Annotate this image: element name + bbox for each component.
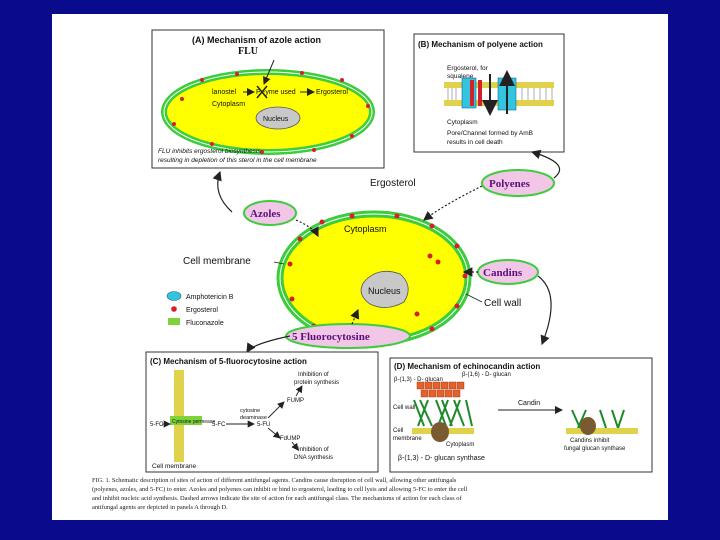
legend-amphotericin: Amphotericin B: [186, 294, 234, 301]
fluorocytosine-pill: 5 Fluorocytosine: [285, 323, 411, 349]
panel-c-title: (C) Mechanism of 5-fluorocytosine action: [150, 357, 307, 366]
ergosterol-dots-a: [172, 71, 370, 154]
fluorocytosine-label: 5 Fluorocytosine: [292, 331, 370, 343]
panel-d-inhibit-1: Candins inhibit: [570, 438, 610, 444]
nucleus-a: [255, 106, 301, 130]
ergosterol-bar-1: [470, 80, 474, 106]
panel-c-fdump: FdUMP: [280, 436, 300, 442]
lipid-tails: [447, 88, 553, 100]
panel-b-caption-1: Pore/Channel formed by AmB: [447, 130, 533, 137]
center-nucleus: [360, 270, 409, 308]
legend-amphotericin-swatch: [166, 291, 182, 301]
legend-fluconazole-swatch: [168, 318, 180, 325]
legend: Amphotericin B Ergosterol Fluconazole: [166, 291, 234, 327]
panel-c-inhibit-protein-1: Inhibition of: [298, 372, 329, 378]
caption-line-2: (polyenes, azoles, and 5-FC) to enter. A…: [92, 486, 467, 493]
candins-pill: Candins: [477, 259, 539, 285]
panel-c-fump: FUMP: [287, 398, 304, 404]
panel-c-fc: 5-FC: [212, 422, 226, 428]
center-cell-wall: Cell wall: [484, 298, 521, 309]
panel-d-cell-membrane-1: Cell: [393, 428, 403, 434]
inhibited-synthase-blob: [580, 417, 596, 435]
caption-line-1: FIG. 1. Schematic description of sites o…: [92, 477, 457, 484]
azoles-pill: Azoles: [243, 200, 297, 226]
panel-a-cytoplasm: Cytoplasm: [212, 101, 245, 108]
caption-line-3: and inhibit nucleic acid synthesis. Dash…: [92, 495, 462, 502]
connector-arrows: [212, 149, 560, 354]
panel-d-glucan-13-top: β-(1,3) - D- glucan: [394, 377, 443, 383]
glucan-synthase-blob: [431, 422, 449, 442]
panel-c-deaminase-1: cytosine: [240, 408, 260, 414]
polyenes-label: Polyenes: [489, 178, 531, 190]
panel-d-cell-membrane-2: membrane: [393, 436, 422, 442]
azoles-label: Azoles: [250, 208, 281, 220]
panel-a-nucleus: Nucleus: [263, 116, 289, 123]
panel-c-deaminase-2: deaminase: [240, 415, 267, 421]
ergosterol-bar-2: [478, 80, 482, 106]
center-ergosterol: Ergosterol: [370, 178, 416, 189]
panel-c-arrows: [162, 385, 303, 451]
panel-b-cytoplasm: Cytoplasm: [447, 119, 478, 126]
panel-c-membrane-label: Cell membrane: [152, 463, 196, 470]
figure-page: (A) Mechanism of azole action FLU lanost…: [52, 14, 668, 520]
center-nucleus-label: Nucleus: [368, 286, 401, 296]
panel-a-enzyme: P‑‑yme used: [256, 89, 296, 96]
panel-c-permease: Cytosine permease: [172, 419, 215, 425]
cell-a-inner-line: [163, 71, 373, 153]
candins-label: Candins: [483, 267, 523, 279]
glucan-fibers-inhibited: [571, 409, 625, 429]
panel-c-fc-left: 5-FC: [150, 422, 164, 428]
figure-caption: FIG. 1. Schematic description of sites o…: [92, 477, 467, 511]
panel-c-frame: [145, 351, 379, 473]
panel-d-membrane-right: [566, 428, 638, 434]
panel-d-frame: [389, 357, 653, 473]
panel-b-ergosterol-label: Ergosterol, for: [447, 65, 489, 72]
center-cytoplasm: Cytoplasm: [344, 224, 387, 234]
panel-d-echinocandin: (D) Mechanism of echinocandin action β-(…: [389, 357, 653, 473]
panel-d-cell-wall: Cell wall: [393, 405, 415, 411]
glucan-fibers-green: [413, 399, 473, 427]
inhibition-cross: [256, 85, 268, 99]
center-cell-group: Cytoplasm Nucleus: [276, 210, 472, 346]
panel-a-lanosterol: lanostel: [212, 89, 237, 96]
glucan-chains-red: [416, 381, 465, 398]
panel-d-synthase: β-(1,3) - D- glucan synthase: [398, 455, 485, 462]
center-cell-membrane: Cell membrane: [183, 256, 251, 267]
panel-d-glucan-16: β-(1,6) - D- glucan: [462, 372, 511, 378]
panel-b-title: (B) Mechanism of polyene action: [418, 40, 543, 49]
panel-a-caption-1: FLU inhibits ergosterol biosynthesis: [158, 148, 261, 155]
panel-c-inhibit-dna-2: DNA synthesis: [294, 455, 333, 461]
legend-fluconazole: Fluconazole: [186, 320, 224, 327]
panel-c-inhibit-protein-2: protein synthesis: [294, 380, 339, 386]
panel-a-title: (A) Mechanism of azole action: [192, 35, 321, 45]
panel-d-cytoplasm: Cytoplasm: [446, 442, 474, 448]
panel-c-fu: 5-FU: [257, 422, 270, 428]
panel-d-candin: Candin: [518, 400, 540, 407]
legend-ergosterol-swatch: [171, 306, 177, 312]
panel-b-ergosterol-label-2: squalene: [447, 73, 474, 80]
panel-c-inhibit-dna-1: Inhibition of: [298, 447, 329, 453]
panel-a-azole: (A) Mechanism of azole action FLU lanost…: [151, 29, 385, 169]
panel-a-ergosterol: Ergosterol: [316, 89, 348, 96]
antifungal-diagram: (A) Mechanism of azole action FLU lanost…: [92, 29, 653, 511]
panel-d-inhibit-2: fungal glucan synthase: [564, 446, 626, 452]
panel-c-fluorocytosine: (C) Mechanism of 5-fluorocytosine action…: [145, 351, 379, 473]
panel-d-title: (D) Mechanism of echinocandin action: [394, 362, 540, 371]
panel-a-flu: FLU: [238, 46, 258, 57]
legend-ergosterol: Ergosterol: [186, 307, 218, 314]
polyenes-pill: Polyenes: [481, 169, 555, 197]
panel-b-caption-2: results in cell death: [447, 139, 503, 146]
permease-box: [170, 416, 202, 425]
panel-a-caption-2: resulting in depletion of this sterol in…: [158, 157, 317, 164]
caption-line-4: antifungal agents are depicted in panels…: [92, 504, 228, 511]
panel-b-polyene: (B) Mechanism of polyene action Ergoster…: [413, 33, 565, 153]
